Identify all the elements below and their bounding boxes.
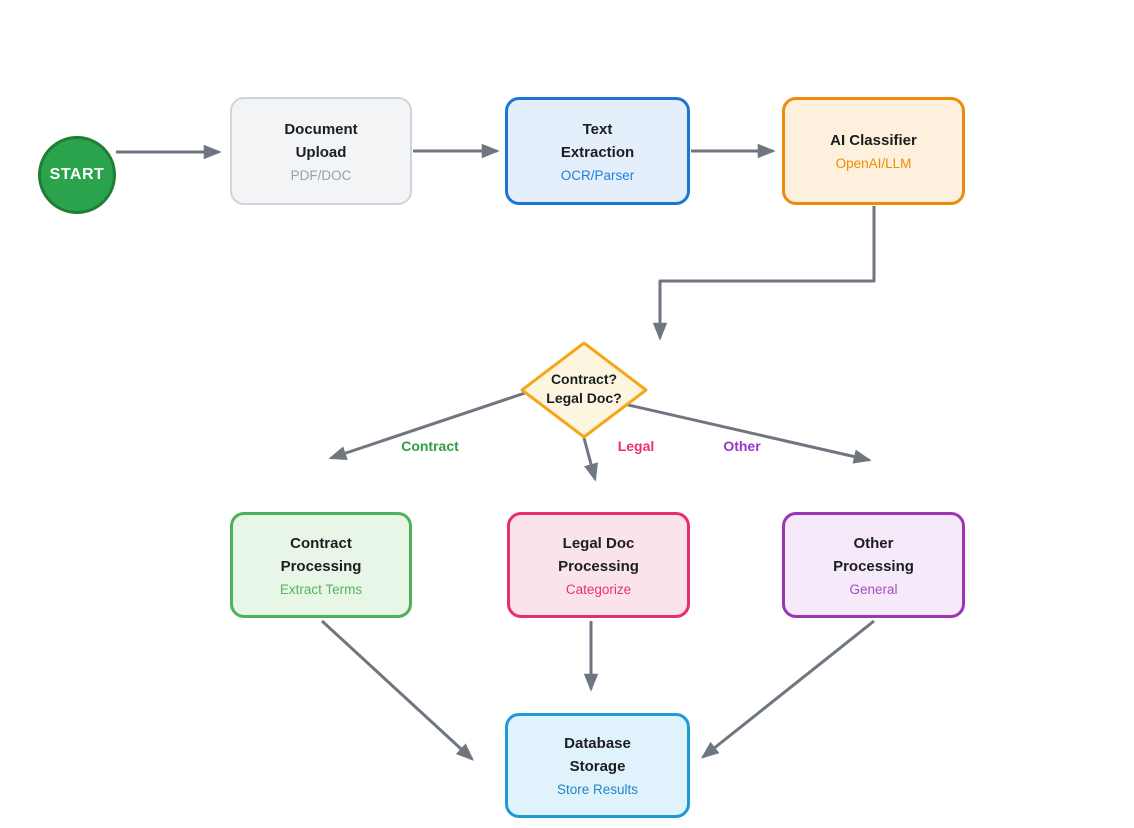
node-text-extraction: Text Extraction OCR/Parser [505,97,690,205]
edge-label-legal: Legal [617,438,655,454]
decision-label-line2: Legal Doc? [546,390,622,406]
edge-other-to-database [700,619,875,759]
start-node: START [38,136,116,214]
node-legal-doc-processing: Legal Doc Processing Categorize [507,512,690,618]
node-subtitle: General [849,581,898,597]
edge-decision-to-other [623,402,872,464]
node-subtitle: PDF/DOC [290,167,352,183]
node-title: Document Upload [284,120,358,161]
node-database-storage: Database Storage Store Results [505,713,690,818]
edge-decision-to-legal [582,437,598,482]
node-title: Other Processing [833,534,914,575]
edge-contract-to-database [320,619,474,761]
decision-node-label: Contract? Legal Doc? [514,370,654,408]
node-title: Legal Doc Processing [558,534,639,575]
node-subtitle: Extract Terms [279,581,363,597]
node-title: Database Storage [564,735,631,775]
node-subtitle: Store Results [556,782,639,797]
decision-label-line1: Contract? [550,371,618,387]
edge-decision-to-contract [328,384,547,460]
node-document-upload: Document Upload PDF/DOC [230,97,412,205]
decision-diamond-shape [520,341,648,439]
node-other-processing: Other Processing General [782,512,965,618]
edge-label-other: Other [723,438,761,454]
node-subtitle: Categorize [565,581,632,597]
node-title: Text Extraction [560,120,635,161]
node-title: Contract Processing [280,534,362,575]
node-contract-processing: Contract Processing Extract Terms [230,512,412,618]
start-node-label: START [49,166,105,183]
node-subtitle: OpenAI/LLM [835,156,912,171]
edge-label-contract: Contract [401,438,459,454]
node-subtitle: OCR/Parser [560,167,635,183]
edge-classifier-to-decision [652,206,876,341]
node-title: AI Classifier [830,132,917,149]
node-ai-classifier: AI Classifier OpenAI/LLM [782,97,965,205]
